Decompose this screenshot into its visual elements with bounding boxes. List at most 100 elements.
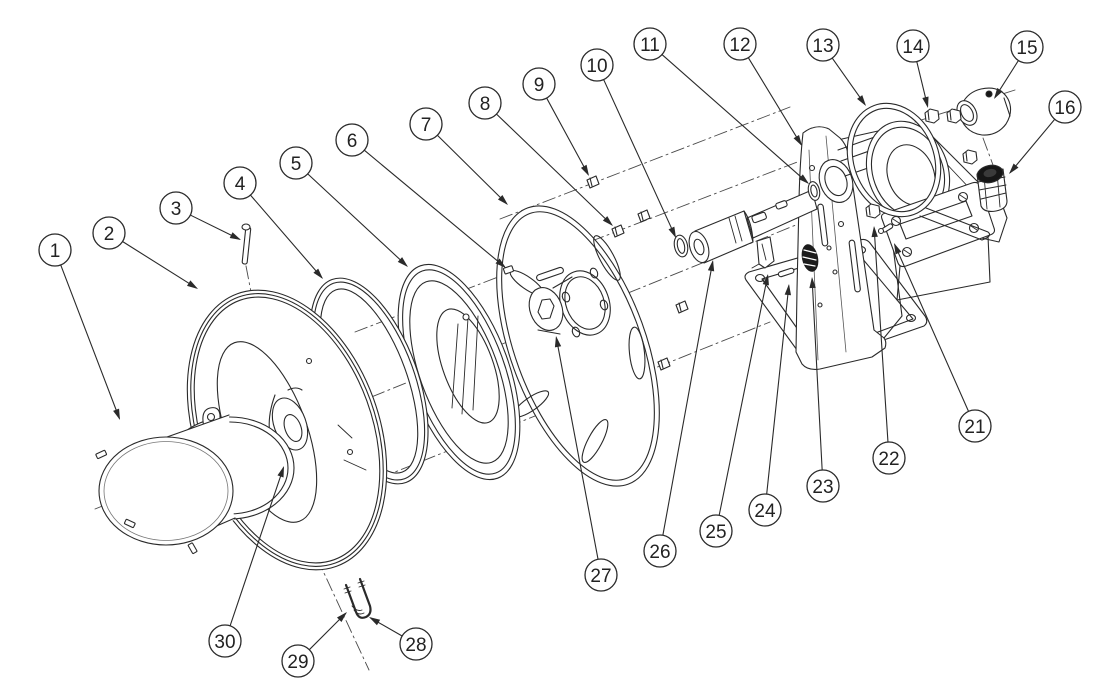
callout-11: 11: [633, 27, 809, 184]
callout-number-3: 3: [171, 199, 182, 220]
callout-30: 30: [208, 466, 284, 658]
callout-number-10: 10: [586, 56, 607, 77]
leader-line-4: [249, 194, 323, 279]
callout-balloon-22: [872, 441, 906, 475]
flange-bolt-hole: [589, 267, 599, 279]
callout-balloon-8: [468, 86, 502, 120]
leader-arrowhead-22: [871, 226, 878, 238]
callout-number-26: 26: [649, 542, 670, 563]
callout-balloon-1: [38, 233, 72, 267]
leader-arrowhead-14: [922, 96, 929, 108]
callout-number-7: 7: [421, 115, 432, 136]
callout-number-12: 12: [729, 35, 750, 56]
base-plate-hole: [905, 313, 917, 323]
callout-number-5: 5: [291, 154, 302, 175]
leader-line-10: [603, 79, 676, 237]
callout-13: 13: [806, 28, 866, 106]
leader-arrowhead-16: [1009, 163, 1019, 174]
leader-arrowhead-11: [798, 174, 809, 184]
leader-arrowhead-12: [793, 134, 802, 146]
callout-number-25: 25: [705, 522, 726, 543]
leader-line-21: [894, 244, 970, 412]
leader-arrowhead-24: [784, 284, 792, 296]
callout-number-14: 14: [902, 37, 924, 58]
u-bolt-centerline: [316, 557, 370, 671]
callout-balloon-24: [748, 493, 782, 527]
leader-line-3: [189, 214, 240, 240]
bearing-hole: [824, 165, 848, 197]
callout-balloon-3: [159, 191, 193, 225]
leader-line-1: [60, 264, 120, 419]
swivel-nut: [976, 164, 1008, 212]
housing-screws: [890, 191, 980, 258]
callout-balloon-25: [699, 514, 733, 548]
leader-arrowhead-2: [186, 280, 198, 289]
callout-number-21: 21: [964, 417, 985, 438]
callout-balloon-23: [806, 469, 840, 503]
leader-arrowhead-10: [668, 226, 676, 238]
u-bolt: [343, 577, 372, 619]
callout-balloon-29: [281, 644, 315, 678]
callout-6: 6: [335, 123, 506, 268]
callout-4: 4: [223, 166, 323, 279]
leader-line-7: [436, 134, 508, 205]
callout-3: 3: [159, 191, 241, 240]
leader-arrowhead-28: [369, 617, 381, 626]
callout-balloon-21: [958, 409, 992, 443]
hub-hex-bore: [537, 298, 555, 320]
shaft-keyway: [775, 200, 788, 210]
callout-number-23: 23: [812, 477, 833, 498]
drum-tab: [95, 449, 108, 460]
callout-5: 5: [279, 146, 408, 267]
elbow-centerline: [982, 137, 994, 166]
callout-balloon-15: [1010, 30, 1044, 64]
callout-24: 24: [748, 284, 792, 527]
ring-hole: [462, 313, 470, 321]
flange-bolt-hole: [561, 291, 571, 303]
callout-balloon-9: [522, 67, 556, 101]
latch-pin: [777, 267, 795, 278]
callout-14: 14: [896, 29, 930, 108]
callout-number-9: 9: [534, 75, 545, 96]
callout-9: 9: [522, 67, 589, 176]
callout-number-28: 28: [405, 635, 426, 656]
shaft-keyway: [751, 211, 767, 224]
callout-number-29: 29: [287, 652, 308, 673]
callout-2: 2: [92, 216, 198, 289]
callout-number-30: 30: [214, 632, 235, 653]
leader-arrowhead-1: [113, 408, 120, 420]
callout-10: 10: [580, 48, 676, 238]
callout-27: 27: [554, 336, 618, 592]
leader-line-16: [1009, 118, 1056, 174]
set-screw: [985, 90, 993, 98]
callout-number-22: 22: [878, 449, 899, 470]
callout-number-6: 6: [347, 131, 358, 152]
callout-26: 26: [643, 260, 715, 568]
leader-arrowhead-5: [397, 257, 408, 267]
callout-8: 8: [468, 86, 613, 226]
callout-balloon-11: [633, 27, 667, 61]
callout-23: 23: [806, 277, 840, 503]
leader-line-27: [555, 337, 599, 560]
leader-arrowhead-7: [497, 194, 508, 205]
shaft-seal: [807, 181, 821, 201]
leader-arrowhead-23: [809, 277, 816, 289]
rim-stud: [502, 265, 514, 275]
callout-29: 29: [281, 612, 347, 678]
cam-ring: [397, 263, 521, 481]
callout-balloon-28: [399, 627, 433, 661]
disc-slot: [581, 419, 609, 463]
callout-balloon-26: [643, 534, 677, 568]
leader-arrowhead-13: [857, 95, 866, 106]
callout-1: 1: [38, 233, 120, 420]
frame-hex-nut: [865, 203, 881, 219]
callout-balloon-30: [208, 624, 242, 658]
latch-pawl: [751, 236, 775, 269]
pin-centerline: [245, 265, 252, 293]
drum-tab: [123, 518, 136, 529]
callout-number-11: 11: [640, 35, 660, 56]
drive-key: [536, 266, 564, 282]
arm-gasket: [846, 102, 991, 241]
callout-25: 25: [699, 274, 769, 548]
